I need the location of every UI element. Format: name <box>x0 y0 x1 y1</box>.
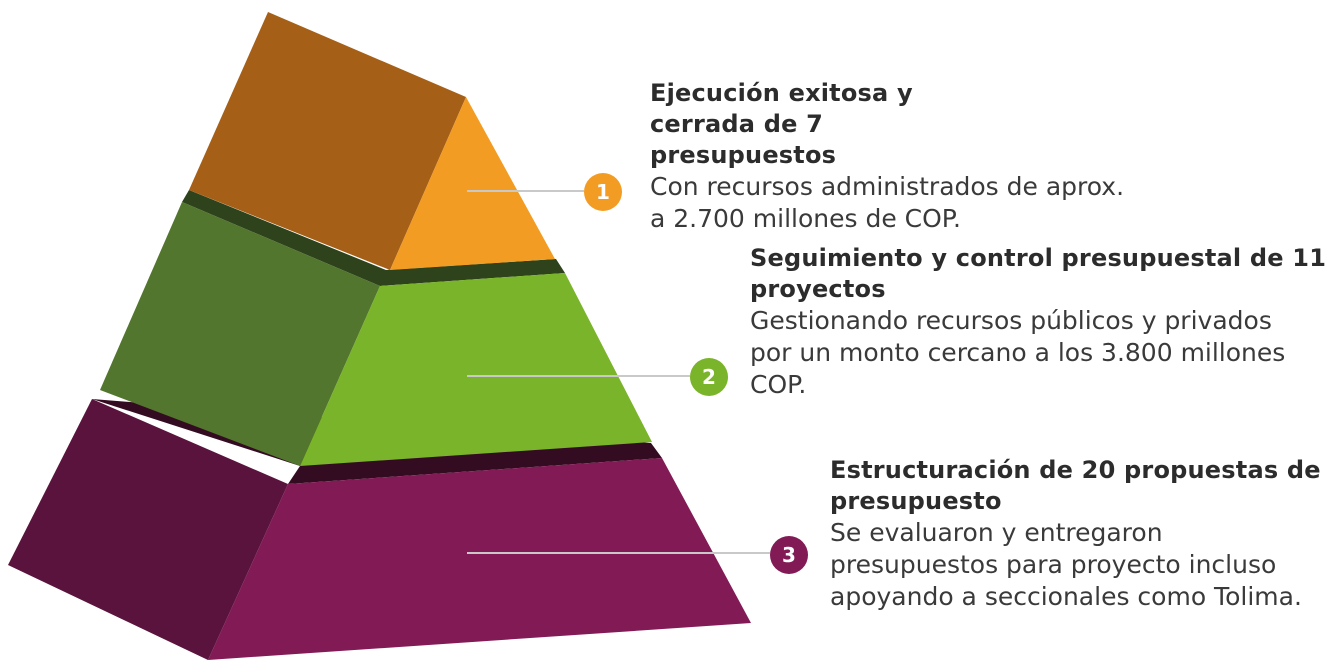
tier-2-side-face <box>100 202 380 466</box>
pyramid-tier-1: 1 <box>189 12 622 270</box>
level-1-text: Ejecución exitosa y cerrada de 7 presupu… <box>650 78 1190 235</box>
level-3-text: Estructuración de 20 propuestas de presu… <box>830 455 1338 613</box>
tier-3-side-face <box>8 399 288 660</box>
tier-3-badge-number: 3 <box>782 543 796 567</box>
pyramid-tier-3: 3 <box>8 399 808 660</box>
tier-1-side-face <box>189 12 466 270</box>
pyramid-tier-2: 2 <box>100 190 728 466</box>
tier-1-badge <box>584 173 622 211</box>
level-2-description: Gestionando recursos públicos y privados… <box>750 306 1286 399</box>
level-1-title: Ejecución exitosa y cerrada de 7 presupu… <box>650 79 913 169</box>
tier-2-top-face <box>182 190 565 286</box>
level-3-title: Estructuración de 20 propuestas de presu… <box>830 456 1321 515</box>
tier-3-badge <box>770 536 808 574</box>
tier-1-front-face <box>390 97 555 270</box>
level-2-text: Seguimiento y control presupuestal de 11… <box>750 243 1330 401</box>
tier-3-front-face <box>208 458 751 660</box>
tier-1-badge-number: 1 <box>596 180 610 204</box>
tier-2-badge-number: 2 <box>702 365 716 389</box>
tier-2-badge <box>690 358 728 396</box>
tier-2-front-face <box>300 273 652 466</box>
level-2-title: Seguimiento y control presupuestal de 11… <box>750 244 1327 303</box>
level-1-description: Con recursos administrados de aprox. a 2… <box>650 172 1125 233</box>
level-3-description: Se evaluaron y entregaron presupuestos p… <box>830 518 1302 611</box>
